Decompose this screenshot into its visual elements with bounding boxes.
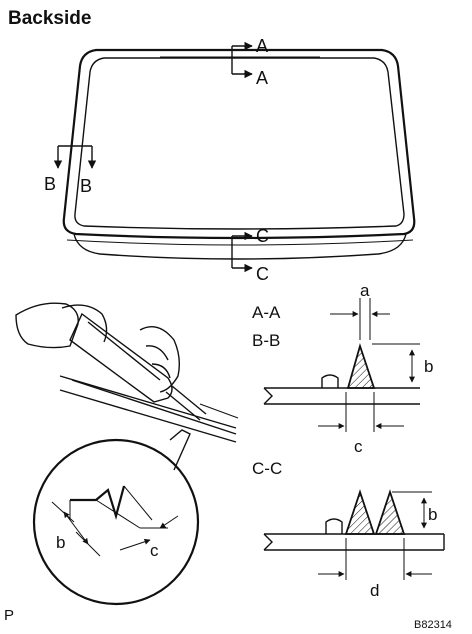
sealant-application-illustration: [15, 302, 239, 443]
section-c-marker: C C: [231, 226, 269, 284]
dim-b-lower: b: [428, 505, 437, 524]
dim-b-upper: b: [424, 357, 433, 376]
windshield-outline: [62, 48, 416, 260]
section-title-cc: C-C: [252, 459, 282, 478]
dim-a: a: [360, 281, 370, 300]
dim-c-upper: c: [354, 437, 363, 456]
label-a-top: A: [256, 36, 268, 56]
detail-circle: b c: [32, 429, 200, 606]
footer-left-code: P: [4, 607, 14, 624]
detail-dim-b: b: [56, 533, 65, 552]
page-title: Backside: [8, 8, 91, 29]
label-b-right: B: [80, 176, 92, 196]
label-c-top: C: [256, 226, 269, 246]
cross-section-cc: b d: [263, 489, 445, 600]
dim-d-lower: d: [370, 581, 379, 600]
figure-code: B82314: [414, 619, 452, 631]
detail-dim-c: c: [150, 541, 159, 560]
cross-section-aa-bb: a b c: [263, 281, 433, 456]
label-c-bottom: C: [256, 264, 269, 284]
section-a-marker: A A: [231, 36, 268, 88]
label-b-left: B: [44, 174, 56, 194]
section-title-aa: A-A: [252, 303, 281, 322]
section-title-bb: B-B: [252, 331, 280, 350]
label-a-bottom: A: [256, 68, 268, 88]
section-b-marker: B B: [44, 145, 97, 196]
